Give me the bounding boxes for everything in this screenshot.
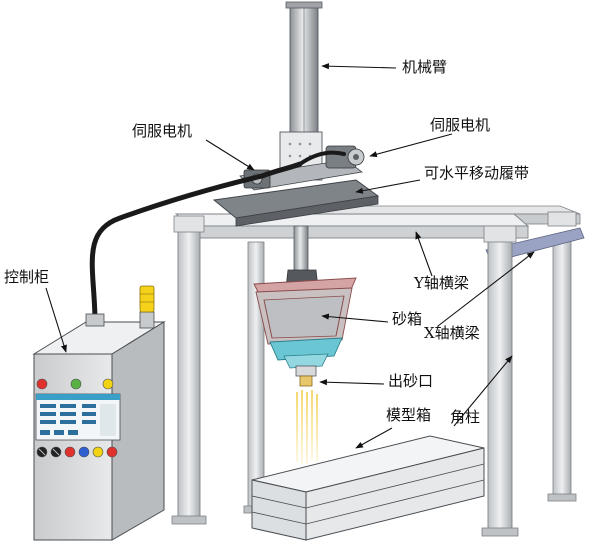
label-mold-box: 模型箱 <box>386 406 432 424</box>
sand-stream <box>296 390 318 464</box>
corner-column-back-left <box>247 241 265 511</box>
label-horizontal-track: 可水平移动履带 <box>424 164 530 182</box>
label-mechanical-arm: 机械臂 <box>402 58 448 76</box>
signal-beacon-icon <box>139 285 155 329</box>
label-control-cabinet: 控制柜 <box>4 268 50 286</box>
mechanical-arm-assembly <box>212 1 380 289</box>
label-servo-motor-right: 伺服电机 <box>430 116 491 134</box>
gantry-frame <box>171 205 585 537</box>
sand-box <box>253 277 357 345</box>
column-foot <box>171 515 207 525</box>
corner-column-front-right <box>487 237 513 535</box>
label-sand-outlet: 出砂口 <box>388 372 434 390</box>
label-servo-motor-left: 伺服电机 <box>132 122 193 140</box>
column-cap <box>483 225 517 243</box>
label-corner-column: 角柱 <box>450 408 481 426</box>
cable <box>89 173 265 325</box>
column-cap <box>547 211 577 227</box>
y-beam-front-side <box>189 225 529 239</box>
label-x-beam: X轴横梁 <box>424 324 480 342</box>
leader-lines <box>45 63 535 449</box>
corner-column-back-right <box>552 239 572 499</box>
sand-outlet <box>269 337 343 387</box>
mold-box <box>251 435 485 541</box>
column-foot <box>481 527 519 537</box>
label-y-beam: Y轴横梁 <box>414 274 469 292</box>
label-sand-box: 砂箱 <box>392 310 423 328</box>
control-cabinet-icon <box>32 150 346 541</box>
y-beam-front <box>174 213 530 227</box>
column-foot <box>547 493 577 502</box>
column-cap <box>173 215 205 233</box>
corner-column-front-left <box>177 225 201 521</box>
servo-motor-right <box>325 145 365 169</box>
